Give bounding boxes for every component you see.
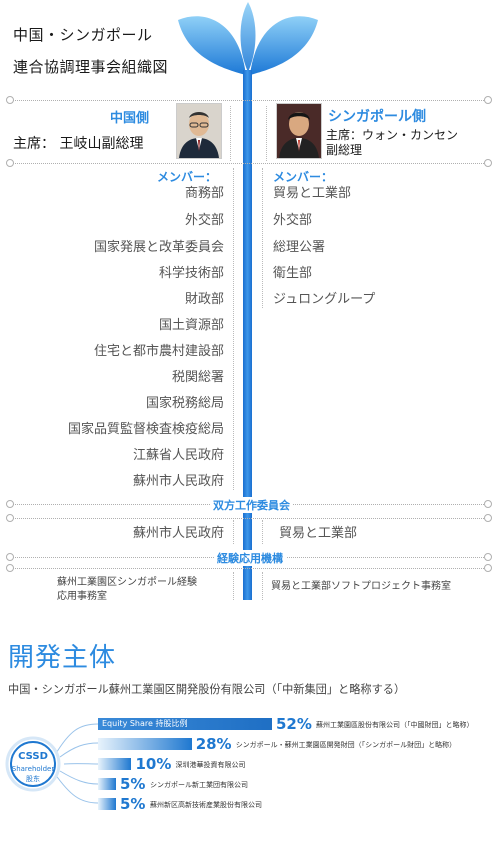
divider-end-right [484,96,492,104]
members-divider [12,163,486,164]
shareholder-name: 深圳港華投資有限公司 [175,761,246,769]
shareholder-bar [98,758,132,770]
cssd-shareholder-label: Shareholder [11,765,55,773]
development-title: 開発主体 [8,643,117,673]
singapore-members-guide [262,168,263,308]
top-divider [12,100,486,101]
china-member: 住宅と都市農村建設部 [93,344,224,359]
members-divider-end-left [6,159,14,167]
joint-committee-label: 双方工作委員会 [210,497,293,513]
china-member: 江蘇省人民政府 [132,448,224,463]
members-divider-end-right [484,159,492,167]
joint-divider-end-right [484,500,492,508]
singapore-members-label: メンバー： [273,170,334,184]
cssd-label: CSSD [18,751,48,762]
china-chair: 主席： 王岐山副総理 [13,136,144,152]
exp-bottom-end-left [6,564,14,572]
development-subtitle: 中国・シンガポール蘇州工業園区開発股份有限公司（「中新集団」と略称する） [8,683,406,696]
shareholder-percent: 28% [195,735,232,753]
china-members-label: メンバー： [157,170,218,184]
china-member: 国家品質監督検査検疫総局 [67,422,224,437]
china-portrait-guide [230,106,231,161]
shareholder-name: シンガポール・蘇州工業園區開発財団（「シンガポール財団」と略称） [235,741,457,749]
shareholder-name: 蘇州工業園區股份有限公司（「中國財団」と略称） [316,721,474,729]
joint-divider-end-left [6,500,14,508]
experience-office-singapore: 貿易と工業部ソフトプロジェクト事務室 [271,581,451,592]
experience-bottom [12,568,486,569]
exp-right-guide [262,572,263,600]
joint-bottom-end-right [484,514,492,522]
divider-end-left [6,96,14,104]
shareholder-percent: 5% [120,775,146,793]
china-chair-portrait [176,103,222,159]
singapore-chair-line1: 主席：ウォン・カンセン [326,128,459,142]
singapore-member: 衛生部 [273,266,313,281]
china-member: 財政部 [184,292,224,307]
plant-leaves-graphic [178,2,318,75]
china-member: 国家税務総局 [145,396,224,411]
experience-office-label: 経験応用機構 [214,550,286,566]
joint-committee-bottom [12,518,486,519]
shareholder-percent: 10% [135,755,172,773]
shareholder-bar [98,798,116,810]
china-member: 税関総署 [171,370,224,385]
singapore-chair-line2: 副総理 [326,143,363,157]
singapore-portrait-guide [266,106,267,161]
exp-bottom-end-right [484,564,492,572]
shareholder-bar [98,738,192,750]
exp-divider-end-left [6,553,14,561]
china-member: 蘇州市人民政府 [132,474,224,489]
shareholder-bar [98,718,272,730]
china-member: 商務部 [184,186,224,201]
china-member: 科学技術部 [158,266,224,281]
china-member: 国土資源部 [158,318,224,333]
shareholder-bar [98,778,116,790]
chart-title-line2: 連合協調理事会組織図 [13,58,169,76]
singapore-member: 総理公署 [273,240,326,255]
exp-divider-end-right [484,553,492,561]
joint-committee-singapore: 貿易と工業部 [279,526,358,541]
joint-right-guide [262,520,263,544]
china-member: 国家発展と改革委員会 [93,240,224,255]
plant-stem [243,70,252,600]
shareholder-percent: 52% [276,715,312,733]
shareholder-connectors [5,723,99,804]
singapore-chair-portrait [276,103,322,159]
experience-office-china-line2: 応用事務室 [57,591,107,602]
exp-left-guide [233,572,234,600]
china-member: 外交部 [184,213,224,228]
singapore-member: 外交部 [273,213,313,228]
joint-committee-china: 蘇州市人民政府 [132,526,224,541]
singapore-member: 貿易と工業部 [273,186,352,201]
joint-bottom-end-left [6,514,14,522]
china-members-guide [233,168,234,490]
equity-share-label: Equity Share 持股比例 [102,719,188,728]
chart-title-line1: 中国・シンガポール [13,26,153,44]
singapore-side-heading: シンガポール側 [328,109,426,125]
shareholder-name: 蘇州新区高新技術産業股份有限公司 [150,801,262,809]
cssd-shareholder-cn-label: 股东 [26,775,40,783]
china-side-heading: 中国側 [110,111,150,126]
joint-left-guide [233,520,234,544]
shareholder-name: シンガポール新工業団有限公司 [150,781,248,789]
experience-office-china-line1: 蘇州工業園区シンガポール経験 [57,577,197,588]
shareholder-percent: 5% [120,795,146,813]
singapore-member: ジュロングループ [273,292,376,307]
